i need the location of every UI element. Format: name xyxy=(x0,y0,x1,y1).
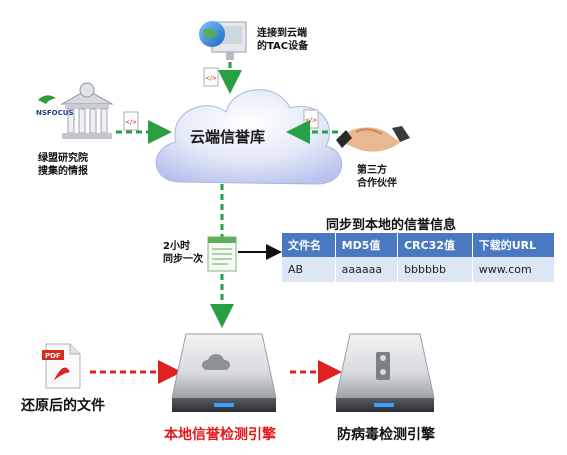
third-party-label: 第三方 合作伙伴 xyxy=(357,165,397,190)
sync-interval-label: 2小时 同步一次 xyxy=(163,241,203,266)
tac-device-label: 连接到云端 的TAC设备 xyxy=(257,28,308,53)
tac-device-label-line: 的TAC设备 xyxy=(257,40,309,52)
svg-text:</>: </> xyxy=(125,119,137,126)
third-party-label-line: 第三方 xyxy=(357,165,387,176)
document-icon: </> xyxy=(123,111,139,131)
table-header-cell: MD5值 xyxy=(335,233,399,257)
document-icon: </> xyxy=(303,109,319,129)
local-engine-drive-icon xyxy=(171,333,277,412)
nsfocus-intel-label: 绿盟研究院 搜集的情报 xyxy=(38,153,88,178)
data-file-icon xyxy=(207,236,237,272)
sync-interval-label-line: 2小时 xyxy=(163,241,190,252)
table-header-cell: 下载的URL xyxy=(472,233,556,257)
sync-interval-label-line: 同步一次 xyxy=(163,253,203,265)
handshake-icon xyxy=(336,126,410,152)
table-cell: aaaaaa xyxy=(335,257,399,282)
table-header-cell: 文件名 xyxy=(282,233,336,257)
reputation-table: 文件名 MD5值 CRC32值 下载的URL AB aaaaaa bbbbbb … xyxy=(282,233,556,282)
av-engine-label: 防病毒检测引擎 xyxy=(337,427,435,443)
document-icon: </> xyxy=(203,67,219,87)
table-cell: www.com xyxy=(472,257,556,282)
table-row: AB aaaaaa bbbbbb www.com xyxy=(282,257,556,282)
pdf-file-icon: PDF xyxy=(42,343,81,389)
table-header-row: 文件名 MD5值 CRC32值 下载的URL xyxy=(282,233,556,257)
av-engine-drive-icon xyxy=(335,333,435,412)
nsfocus-intel-label-line: 搜集的情报 xyxy=(38,165,88,177)
table-header-cell: CRC32值 xyxy=(397,233,473,257)
reputation-table-title: 同步到本地的信誉信息 xyxy=(326,218,457,233)
table-cell: bbbbbb xyxy=(397,257,473,282)
nsfocus-building-icon xyxy=(38,82,114,139)
svg-text:</>: </> xyxy=(205,75,217,82)
cloud-label: 云端信誉库 xyxy=(190,128,266,146)
restored-file-label: 还原后的文件 xyxy=(21,398,105,414)
table-cell: AB xyxy=(282,257,336,282)
svg-text:</>: </> xyxy=(305,117,317,124)
nsfocus-intel-label-line: 绿盟研究院 xyxy=(38,153,88,164)
tac-device-label-line: 连接到云端 xyxy=(257,28,307,39)
svg-text:PDF: PDF xyxy=(45,352,61,360)
tac-device-icon xyxy=(199,21,247,60)
local-engine-label: 本地信誉检测引擎 xyxy=(164,427,276,443)
third-party-label-line: 合作伙伴 xyxy=(357,177,397,189)
nsfocus-logo: NSFOCUS xyxy=(36,109,74,117)
